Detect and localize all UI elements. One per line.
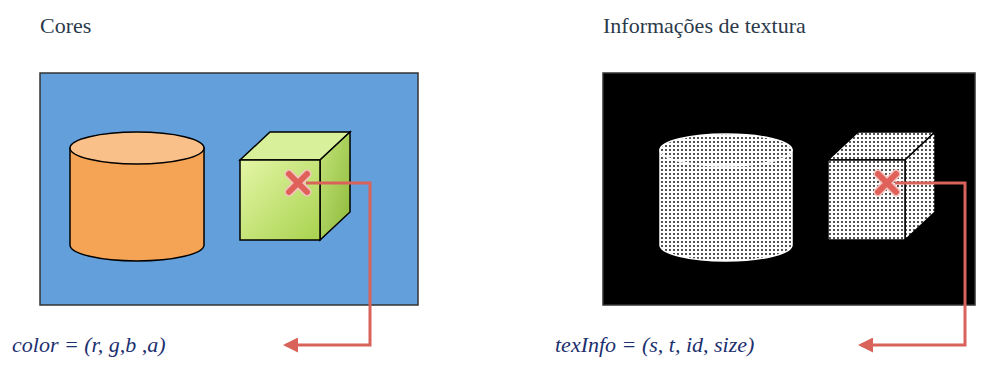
cylinder <box>70 132 204 261</box>
panel-heading: Cores <box>40 13 418 39</box>
leader-line <box>286 183 370 345</box>
color-panel <box>40 73 418 305</box>
cube <box>240 132 350 240</box>
cube <box>828 132 935 240</box>
pick-mark <box>289 174 307 192</box>
panel: Informações de textura <box>603 73 975 305</box>
pick-mark <box>878 174 896 192</box>
leader-line <box>861 183 965 345</box>
panel-heading: Informações de textura <box>603 13 975 39</box>
cylinder <box>660 134 792 261</box>
texture-panel <box>603 73 975 305</box>
formula-label: texInfo = (s, t, id, size) <box>555 332 754 358</box>
formula-label: color = (r, g,b ,a) <box>12 332 166 358</box>
panel: Cores <box>40 73 418 305</box>
